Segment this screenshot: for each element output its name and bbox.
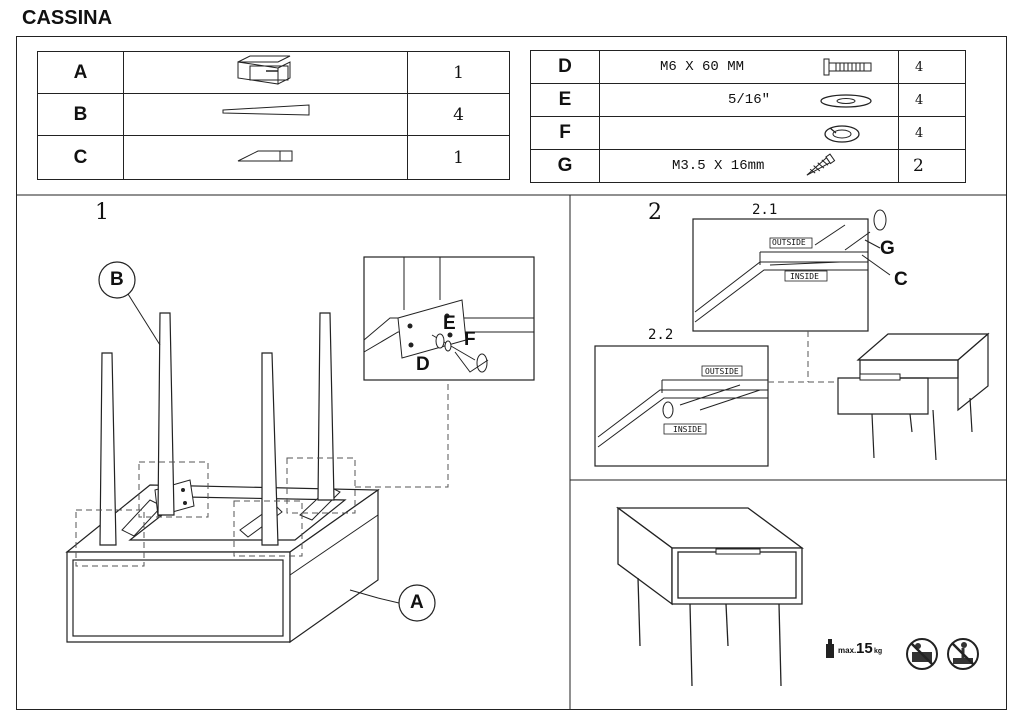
parts-table-right: D M6 X 60 MM 4 E 5/1 <box>530 50 966 183</box>
parts-table-left: A 1 B 4 C 1 <box>37 51 510 180</box>
tapered-leg-icon <box>222 104 309 116</box>
bolt-icon <box>823 58 872 76</box>
part-qty: 4 <box>407 93 510 136</box>
legs <box>99 312 335 546</box>
part-qty: 1 <box>407 51 510 94</box>
max-load-value: 15 <box>856 640 873 657</box>
callout-g: G <box>880 238 895 259</box>
instruction-sheet-frame <box>16 36 1007 710</box>
step2-illustration <box>594 209 990 467</box>
substep-label: 2.2 <box>648 327 674 343</box>
part-letter: C <box>37 135 124 180</box>
substep-label: 2.1 <box>752 202 778 218</box>
part-row-g: G M3.5 X 16mm 2 <box>530 149 966 183</box>
part-qty: 1 <box>407 135 510 180</box>
callout-a: A <box>410 592 424 613</box>
no-standing-icon <box>947 638 979 670</box>
screw-icon <box>806 153 836 176</box>
detail-label-e: E <box>443 313 456 334</box>
part-spec: 5/16" <box>728 92 771 108</box>
callout-c: C <box>894 269 908 290</box>
finished-table-illustration <box>616 506 979 687</box>
no-sitting-icon <box>906 638 938 670</box>
step-number: 1 <box>95 200 109 225</box>
outside-label: OUTSIDE <box>705 367 739 376</box>
part-qty: 4 <box>898 50 966 84</box>
part-letter: G <box>530 149 600 183</box>
step-number: 2 <box>648 200 662 225</box>
part-row-e: E 5/16" 4 <box>530 83 966 117</box>
wedge-runner-icon <box>237 150 292 162</box>
callout-b: B <box>110 269 124 290</box>
part-row-d: D M6 X 60 MM 4 <box>530 50 966 84</box>
detail-label-d: D <box>416 354 430 375</box>
part-row-b: B 4 <box>37 93 510 136</box>
part-letter: E <box>530 83 600 117</box>
part-spec: M3.5 X 16mm <box>672 158 765 174</box>
brand-title: CASSINA <box>22 7 113 29</box>
part-qty: 2 <box>898 149 966 183</box>
weight-icon <box>826 639 834 658</box>
step1-illustration <box>65 256 535 644</box>
part-letter: A <box>37 51 124 94</box>
part-row-a: A 1 <box>37 51 510 94</box>
inside-label: INSIDE <box>673 425 702 434</box>
part-row-f: F 4 <box>530 116 966 150</box>
outside-label: OUTSIDE <box>772 238 806 247</box>
part-spec: M6 X 60 MM <box>660 59 745 75</box>
spring-washer-icon <box>824 125 860 143</box>
max-load-prefix: max. <box>838 646 857 655</box>
max-load-unit: kg <box>874 648 883 655</box>
drawer-box-icon <box>237 55 290 85</box>
detail-label-f: F <box>464 329 476 350</box>
inside-label: INSIDE <box>790 272 819 281</box>
part-qty: 4 <box>898 83 966 117</box>
part-row-c: C 1 <box>37 135 510 180</box>
part-qty: 4 <box>898 116 966 150</box>
flat-washer-icon <box>820 94 872 108</box>
